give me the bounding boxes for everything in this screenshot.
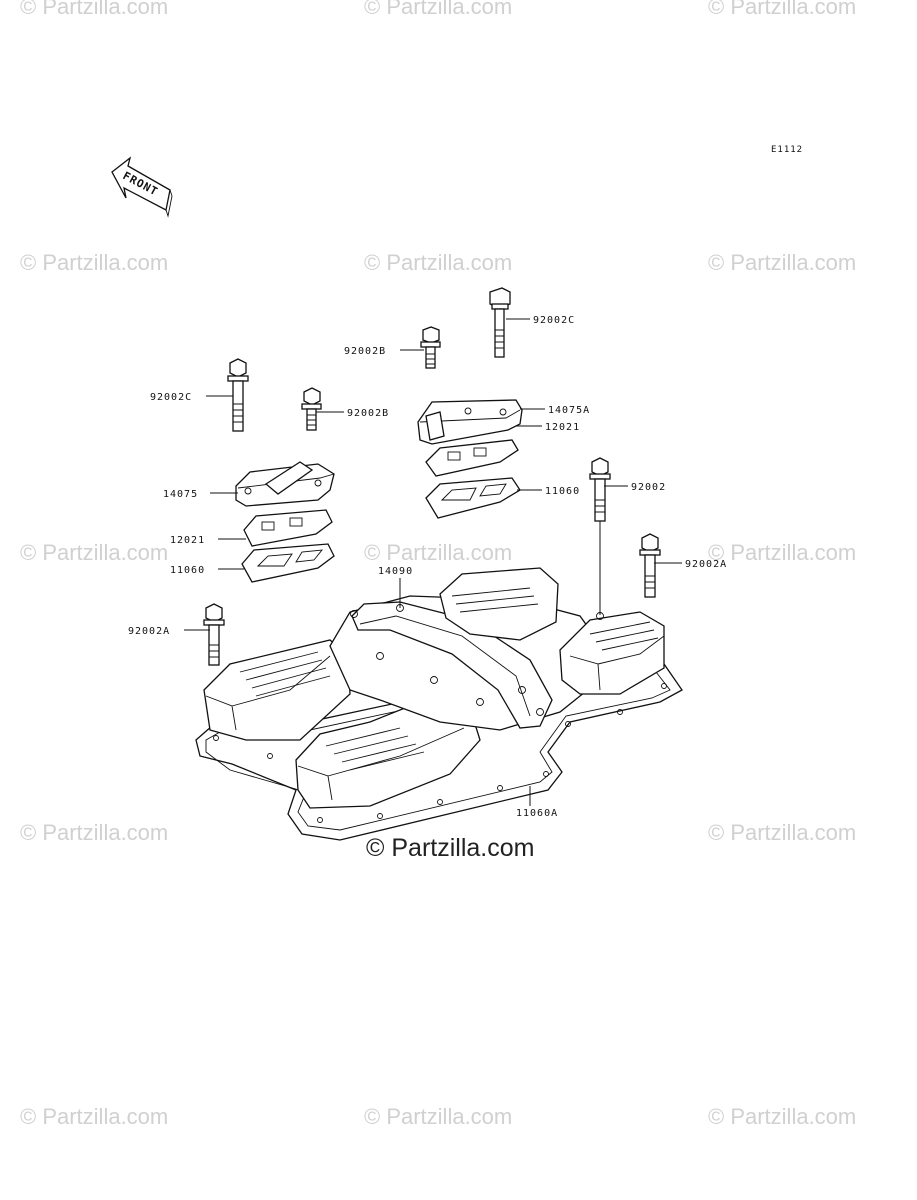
watermark: © Partzilla.com bbox=[364, 250, 513, 275]
watermark: © Partzilla.com bbox=[20, 540, 169, 565]
label-12021-left: 12021 bbox=[170, 535, 205, 546]
bolt-92002c-left bbox=[227, 358, 249, 432]
label-92002b-mid: 92002B bbox=[347, 408, 389, 419]
watermark: © Partzilla.com bbox=[20, 1104, 169, 1129]
label-12021-right: 12021 bbox=[545, 422, 580, 433]
watermark: © Partzilla.com bbox=[20, 250, 169, 275]
watermark: © Partzilla.com bbox=[20, 0, 169, 19]
watermark: © Partzilla.com bbox=[708, 0, 857, 19]
label-92002a-right: 92002A bbox=[685, 559, 727, 570]
watermark-main: © Partzilla.com bbox=[366, 834, 535, 862]
gasket-11060-left bbox=[241, 543, 335, 583]
bolt-92002b-top bbox=[420, 326, 441, 369]
label-14075: 14075 bbox=[163, 489, 198, 500]
plate-12021-left bbox=[243, 509, 333, 547]
label-11060-right: 11060 bbox=[545, 486, 580, 497]
label-92002c-right: 92002C bbox=[533, 315, 575, 326]
label-14075a: 14075A bbox=[548, 405, 590, 416]
label-14090: 14090 bbox=[378, 566, 413, 577]
breather-cap-14075 bbox=[235, 461, 335, 507]
watermark: © Partzilla.com bbox=[708, 540, 857, 565]
diagram-code: E1112 bbox=[771, 145, 804, 155]
bolt-92002b-mid bbox=[301, 387, 322, 431]
label-92002c-left: 92002C bbox=[150, 392, 192, 403]
watermark: © Partzilla.com bbox=[364, 0, 513, 19]
bolt-92002c-right bbox=[489, 287, 511, 358]
label-92002-right: 92002 bbox=[631, 482, 666, 493]
gasket-11060-right bbox=[425, 477, 521, 519]
bolt-92002a-right bbox=[639, 533, 661, 598]
label-11060a: 11060A bbox=[516, 808, 558, 819]
watermark: © Partzilla.com bbox=[708, 820, 857, 845]
watermark: © Partzilla.com bbox=[364, 1104, 513, 1129]
watermark: © Partzilla.com bbox=[708, 250, 857, 275]
label-11060-left: 11060 bbox=[170, 565, 205, 576]
watermark: © Partzilla.com bbox=[20, 820, 169, 845]
breather-cap-14075a bbox=[417, 399, 523, 445]
front-arrow-icon: FRONT bbox=[111, 156, 173, 218]
label-92002b-top: 92002B bbox=[344, 346, 386, 357]
bolt-92002a-left bbox=[203, 603, 225, 666]
head-cover-14090 bbox=[203, 567, 665, 809]
label-92002a-left: 92002A bbox=[128, 626, 170, 637]
watermark: © Partzilla.com bbox=[708, 1104, 857, 1129]
bolt-92002-right bbox=[589, 457, 611, 522]
watermark: © Partzilla.com bbox=[364, 540, 513, 565]
plate-12021-right bbox=[425, 439, 519, 477]
